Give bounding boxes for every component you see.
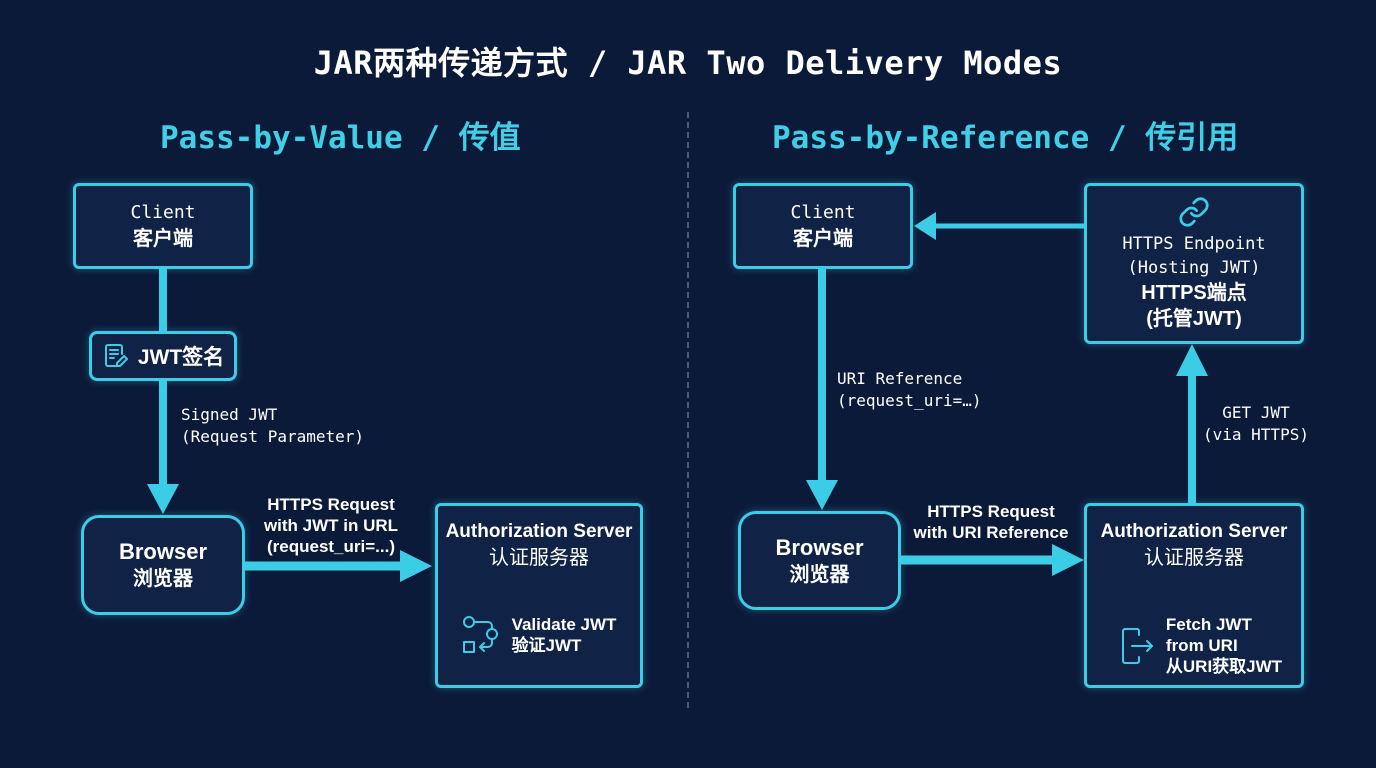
right-browser-box: Browser 浏览器 xyxy=(738,511,901,610)
left-heading: Pass-by-Value / 传值 xyxy=(160,120,521,156)
right-browser-en: Browser xyxy=(775,534,864,560)
right-server-zh: 认证服务器 xyxy=(1144,545,1244,569)
https-endpoint-box: HTTPS Endpoint (Hosting JWT) HTTPS端点 (托管… xyxy=(1084,183,1304,344)
right-left-arrowhead xyxy=(914,212,936,240)
left-client-box: Client 客户端 xyxy=(73,183,253,269)
left-server-zh: 认证服务器 xyxy=(489,545,589,569)
endpoint-zh-1: HTTPS端点 xyxy=(1141,281,1247,304)
left-server-box: Authorization Server 认证服务器 Validate JWT … xyxy=(435,503,643,688)
right-browser-server-label: HTTPS Request with URI Reference xyxy=(913,502,1069,542)
left-server-en: Authorization Server xyxy=(445,521,633,542)
document-edit-icon xyxy=(102,342,130,370)
right-client-en: Client xyxy=(790,202,856,223)
right-server-endpoint-label: GET JWT (via HTTPS) xyxy=(1203,403,1309,444)
validate-en: Validate JWT xyxy=(511,615,617,634)
left-client-zh: 客户端 xyxy=(133,226,193,250)
fetch-en-2: from URI xyxy=(1165,636,1238,655)
right-up-arrowhead xyxy=(1176,344,1208,376)
right-heading: Pass-by-Reference / 传引用 xyxy=(772,120,1239,156)
fetch-en-1: Fetch JWT xyxy=(1165,615,1252,634)
left-browser-server-label: HTTPS Request with JWT in URL (request_u… xyxy=(263,495,399,556)
right-server-en: Authorization Server xyxy=(1100,521,1288,542)
left-down-arrowhead xyxy=(147,484,179,514)
jwt-sign-box: JWT签名 xyxy=(89,331,237,381)
right-client-zh: 客户端 xyxy=(793,226,853,250)
validate-step: Validate JWT 验证JWT xyxy=(462,614,617,656)
right-down-arrowhead xyxy=(806,480,838,510)
endpoint-zh-2: (托管JWT) xyxy=(1146,307,1242,330)
right-client-browser-label: URI Reference (request_uri=…) xyxy=(837,369,982,410)
jwt-sign-label: JWT签名 xyxy=(137,346,225,369)
endpoint-en-2: (Hosting JWT) xyxy=(1127,257,1261,278)
right-browser-zh: 浏览器 xyxy=(789,561,850,586)
left-client-en: Client xyxy=(130,202,196,223)
link-icon xyxy=(1178,196,1210,228)
right-server-box: Authorization Server 认证服务器 Fetch JWT fro… xyxy=(1084,503,1304,688)
fetch-step: Fetch JWT from URI 从URI获取JWT xyxy=(1120,614,1282,677)
right-right-arrowhead xyxy=(1052,544,1084,576)
left-browser-en: Browser xyxy=(118,539,208,564)
flow-icon xyxy=(462,614,502,656)
page-title: JAR两种传递方式 / JAR Two Delivery Modes xyxy=(313,44,1063,82)
divider xyxy=(687,112,689,708)
right-client-box: Client 客户端 xyxy=(733,183,913,269)
left-client-browser-label: Signed JWT (Request Parameter) xyxy=(181,405,365,446)
validate-zh: 验证JWT xyxy=(511,636,582,655)
fetch-zh: 从URI获取JWT xyxy=(1165,657,1283,676)
endpoint-en-1: HTTPS Endpoint xyxy=(1122,233,1266,254)
left-browser-zh: 浏览器 xyxy=(133,566,193,590)
left-right-arrowhead xyxy=(400,550,432,582)
login-icon xyxy=(1120,627,1156,665)
left-browser-box: Browser 浏览器 xyxy=(81,515,245,615)
